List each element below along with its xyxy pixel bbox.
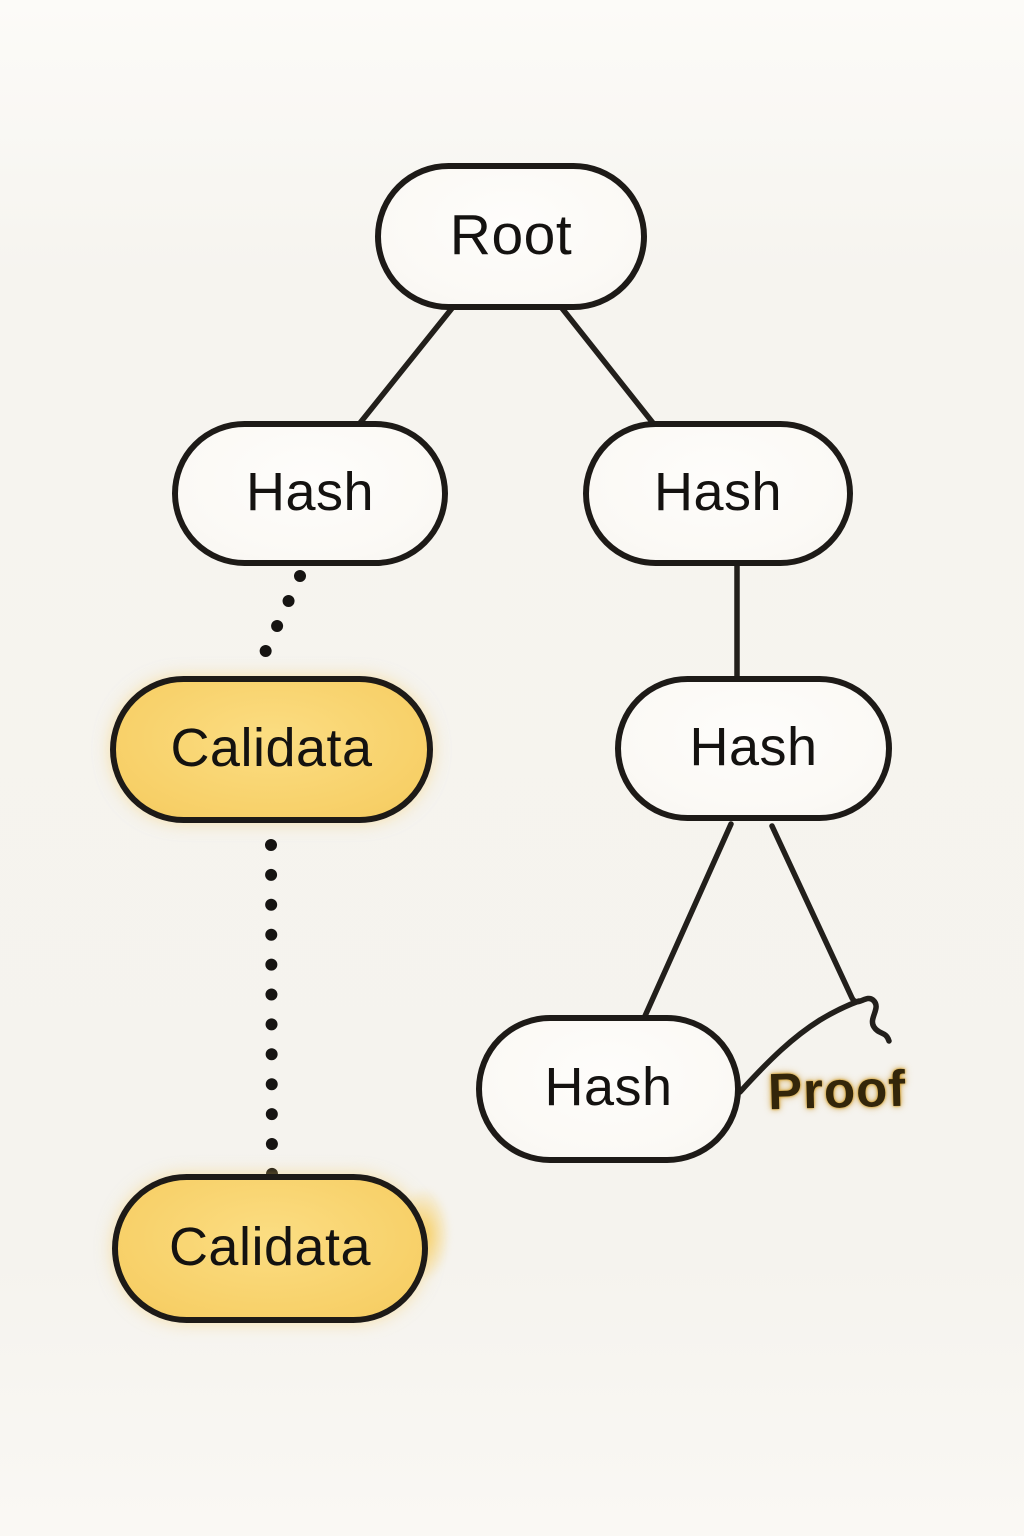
edge-mid-hash-to-leaf-hash	[642, 821, 734, 1019]
proof-label: Proof	[767, 1059, 907, 1121]
dotted-edge-calidata-to-calidata	[265, 839, 278, 1180]
edge-root-to-left-hash	[357, 304, 456, 426]
edge-root-to-right-hash	[558, 304, 656, 426]
node-hash-right: Hash	[583, 421, 853, 566]
node-hash-leaf: Hash	[476, 1015, 741, 1163]
node-calidata-top: Calidata	[110, 676, 433, 823]
node-hash-mid-label: Hash	[689, 716, 818, 777]
node-hash-leaf-label: Hash	[544, 1057, 673, 1117]
node-root: Root	[375, 163, 647, 310]
node-hash-left-label: Hash	[245, 461, 375, 522]
dotted-edge-left-hash-to-calidata	[256, 570, 306, 665]
node-calidata-top-label: Calidata	[170, 717, 373, 778]
node-hash-mid: Hash	[615, 676, 892, 821]
edge-mid-hash-right-branch-squiggle	[769, 823, 892, 1044]
proof-pointer-curve	[737, 998, 862, 1095]
node-hash-right-label: Hash	[653, 461, 783, 522]
node-calidata-bottom-label: Calidata	[168, 1216, 372, 1277]
node-calidata-bottom: Calidata	[112, 1174, 428, 1323]
node-root-label: Root	[449, 202, 573, 267]
node-hash-left: Hash	[172, 421, 448, 566]
